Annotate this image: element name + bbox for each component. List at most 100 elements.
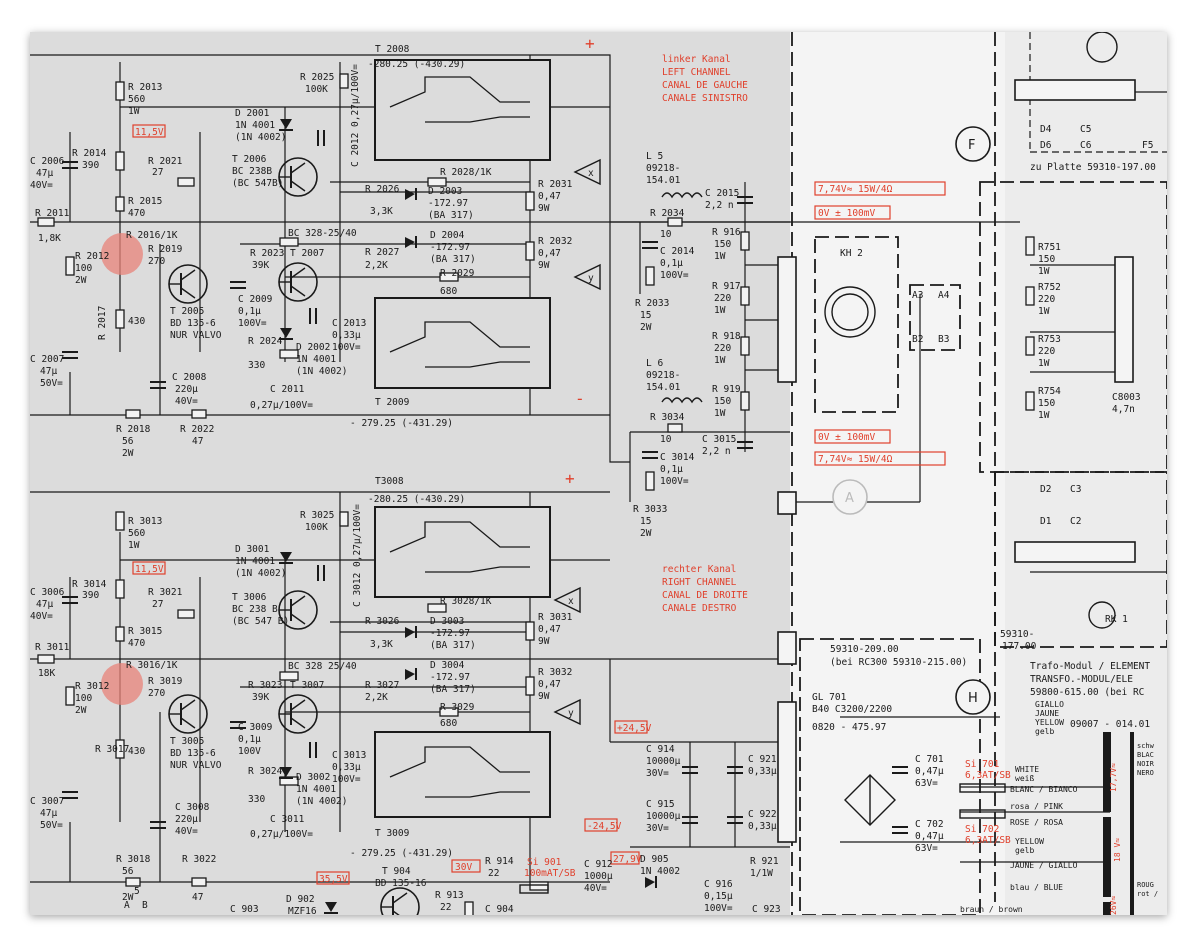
part-c702: C 702 xyxy=(915,819,944,830)
label-c2: C2 xyxy=(1070,516,1081,527)
pin-a3: A3 xyxy=(912,290,923,301)
part-t3005-note: NUR VALVO xyxy=(170,760,222,771)
part-r2018-power: 2W xyxy=(122,448,134,459)
part-c921: C 921 xyxy=(748,754,777,765)
part-c701: C 701 xyxy=(915,754,944,765)
part-r754-power: 1W xyxy=(1038,410,1050,421)
pin-b2: B2 xyxy=(912,334,923,345)
part-d2004: D 2004 xyxy=(430,230,465,241)
part-t3008: T3008 xyxy=(375,476,404,487)
part-r3028: R 3028/1K xyxy=(440,596,492,607)
pin-b: B xyxy=(142,900,148,911)
part-r918-value: 220 xyxy=(714,343,731,354)
part-r754-value: 150 xyxy=(1038,398,1055,409)
part-r2031: R 2031 xyxy=(538,179,573,190)
part-c921-value: 0,33µ xyxy=(748,766,777,777)
wire-rosa: rosa / PINK xyxy=(1010,802,1063,811)
part-l5: L 5 xyxy=(646,151,663,162)
part-r3018-value: 56 xyxy=(122,866,134,877)
part-c702-value: 0,47µ xyxy=(915,831,944,842)
part-c2015: C 2015 xyxy=(705,188,739,199)
part-r2027-value: 2,2K xyxy=(365,260,388,271)
part-c914: C 914 xyxy=(646,744,675,755)
part-r3031-value: 0,47 xyxy=(538,624,561,635)
part-r2021-value: 27 xyxy=(152,167,163,178)
part-bc328b: BC 328 25/40 xyxy=(288,661,357,672)
label-c5: C5 xyxy=(1080,124,1091,135)
output-y2: y xyxy=(568,708,574,719)
part-d3001-alt: (1N 4002) xyxy=(235,568,286,579)
part-r2012: R 2012 xyxy=(75,251,109,262)
part-d905: D 905 xyxy=(640,854,669,865)
part-d902: D 902 xyxy=(286,894,315,905)
part-r2012-value: 100 xyxy=(75,263,92,274)
part-r2014: R 2014 xyxy=(72,148,107,159)
wire-jaune: JAUNE xyxy=(1035,709,1059,718)
part-r2012-power: 2W xyxy=(75,275,87,286)
part-c912-value: 1000µ xyxy=(584,871,613,882)
part-c2009-value: 0,1µ xyxy=(238,306,261,317)
module-circle-f: F xyxy=(968,138,975,153)
part-mod209: 59310-209.00 xyxy=(830,644,899,655)
pin-a4: A4 xyxy=(938,290,950,301)
transistor-t2007 xyxy=(278,262,318,302)
part-d2003-code: -172.97 xyxy=(428,198,468,209)
wire-gelb: gelb xyxy=(1035,727,1054,736)
part-r3021: R 3021 xyxy=(148,587,183,598)
part-rk1: RK 1 xyxy=(1105,614,1128,625)
part-r3018-power: 2W xyxy=(122,892,134,903)
part-c3008-voltage: 40V= xyxy=(175,826,198,837)
part-r2018-value: 56 xyxy=(122,436,134,447)
part-t2008: T 2008 xyxy=(375,44,410,55)
sign-plus-top: + xyxy=(585,34,595,53)
part-t3006-alt: (BC 547 B) xyxy=(232,616,289,627)
output-x: x xyxy=(588,168,594,179)
part-c3014-voltage: 100V= xyxy=(660,476,689,487)
part-c3013-value: 0,33µ xyxy=(332,762,361,773)
voltage-30: 30V xyxy=(455,862,472,873)
part-r3034-value: 10 xyxy=(660,434,672,445)
part-d2002-alt: (1N 4002) xyxy=(296,366,347,377)
label-c3: C3 xyxy=(1070,484,1081,495)
part-r3027: R 3027 xyxy=(365,680,399,691)
schematic-sheet: linker Kanal LEFT CHANNEL CANAL DE GAUCH… xyxy=(30,32,1167,915)
label-canale-destro: CANALE DESTRO xyxy=(662,603,737,614)
part-d2002: D 2002 xyxy=(296,342,330,353)
part-c2011: C 2011 xyxy=(270,384,305,395)
part-t3008-value: -280.25 (-430.29) xyxy=(368,494,465,505)
part-l5-code: 09218- xyxy=(646,163,680,174)
part-r752-power: 1W xyxy=(1038,306,1050,317)
voltage-p245: +24,5V xyxy=(617,723,652,734)
part-r2011-value: 1,8K xyxy=(38,233,61,244)
wire-gelb-2: gelb xyxy=(1015,846,1034,855)
part-r3032: R 3032 xyxy=(538,667,572,678)
voltage-m245: -24,5V xyxy=(587,821,622,832)
pin-b3: B3 xyxy=(938,334,949,345)
label-zu-platte: zu Platte 59310-197.00 xyxy=(1030,162,1156,173)
part-r3012: R 3012 xyxy=(75,681,109,692)
transistor-t3007 xyxy=(278,694,318,734)
part-t2005-note: NUR VALVO xyxy=(170,330,222,341)
part-r2016: R 2016/1K xyxy=(126,230,178,241)
part-r2032-value: 0,47 xyxy=(538,248,561,259)
part-d905-type: 1N 4002 xyxy=(640,866,680,877)
wire-blau: blau / BLUE xyxy=(1010,883,1063,892)
wire-weiss: weiß xyxy=(1015,774,1034,783)
part-r2032-power: 9W xyxy=(538,260,550,271)
part-r918-power: 1W xyxy=(714,355,726,366)
voltage-355: 35,5V xyxy=(319,874,348,885)
part-c701-voltage: 63V= xyxy=(915,778,938,789)
part-c923: C 923 xyxy=(752,904,781,915)
part-c2007-voltage: 50V= xyxy=(40,378,63,389)
part-r2028: R 2028/1K xyxy=(440,167,492,178)
part-d2003: D 2003 xyxy=(428,186,462,197)
part-c914-voltage: 30V= xyxy=(646,768,669,779)
part-t2009: T 2009 xyxy=(375,397,410,408)
part-c916-value: 0,15µ xyxy=(704,891,733,902)
edge-noir: NOIR xyxy=(1137,760,1155,768)
part-r919: R 919 xyxy=(712,384,741,395)
part-c3009: C 3009 xyxy=(238,722,273,733)
part-r3024: R 3024 xyxy=(248,766,283,777)
part-l6: L 6 xyxy=(646,358,663,369)
part-gl701: GL 701 xyxy=(812,692,847,703)
